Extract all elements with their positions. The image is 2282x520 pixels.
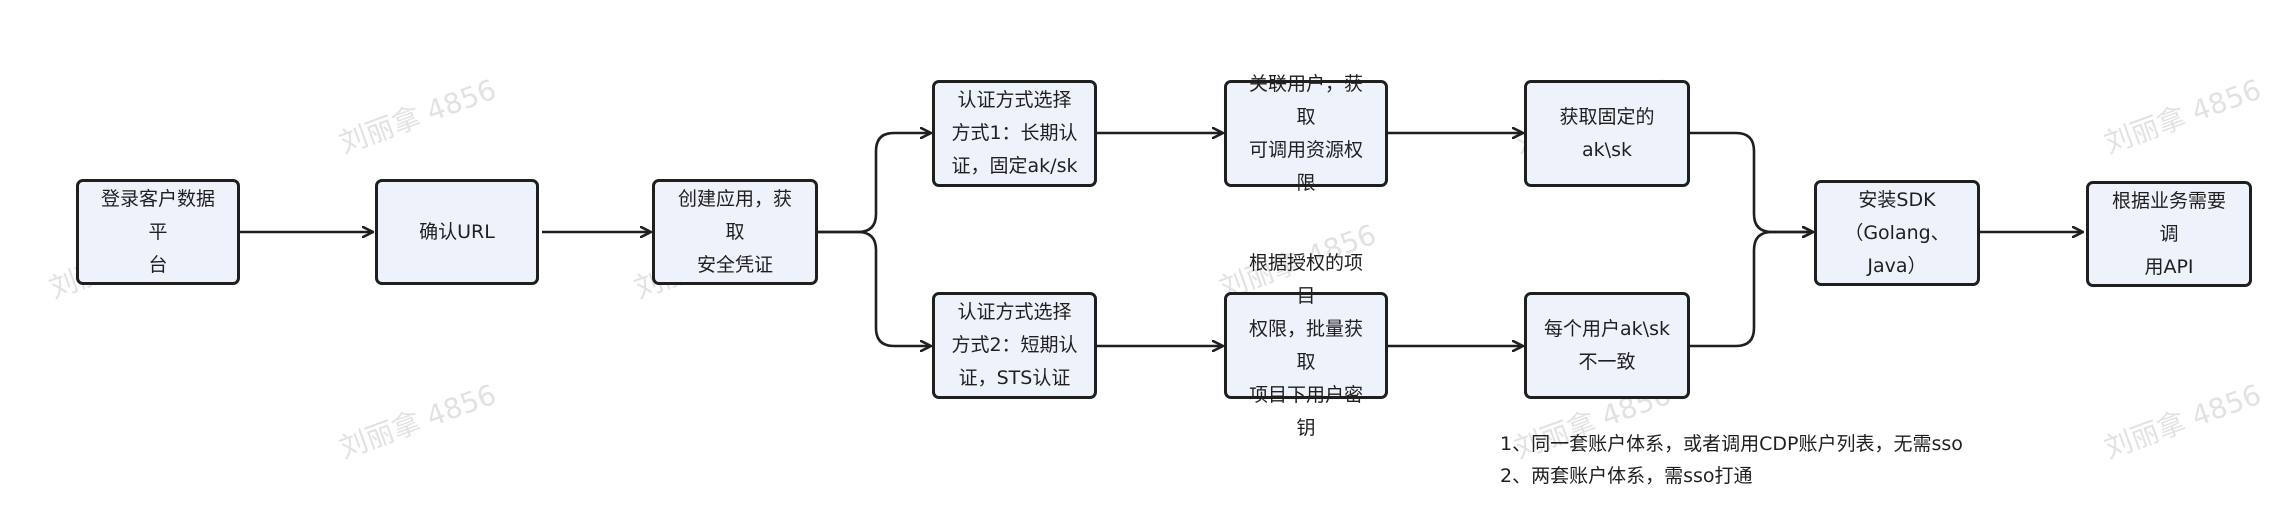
node-auth-sts: 认证方式选择 方式2：短期认 证，STS认证 bbox=[932, 292, 1097, 399]
node-batch-keys: 根据授权的项目 权限，批量获取 项目下用户密钥 bbox=[1224, 252, 1388, 439]
node-link-user: 关联用户，获取 可调用资源权限 bbox=[1224, 73, 1388, 194]
node-login-cdp: 登录客户数据平 台 bbox=[76, 179, 240, 285]
edge-diff-to-sdk bbox=[1690, 232, 1812, 348]
node-call-api: 根据业务需要调 用API bbox=[2086, 181, 2252, 287]
node-install-sdk: 安装SDK （Golang、 Java） bbox=[1814, 180, 1980, 286]
notes: 1、同一套账户体系，或者调用CDP账户列表，无需sso 2、两套账户体系，需ss… bbox=[1500, 428, 1963, 492]
edge-create-to-sts bbox=[818, 230, 930, 346]
node-diff-aksk: 每个用户ak\sk 不一致 bbox=[1524, 292, 1690, 399]
node-confirm-url: 确认URL bbox=[375, 179, 539, 285]
edge-fixed-to-sdk bbox=[1690, 131, 1812, 232]
node-fixed-aksk: 获取固定的ak\sk bbox=[1524, 80, 1690, 187]
node-create-app: 创建应用，获取 安全凭证 bbox=[652, 179, 818, 285]
note-1: 1、同一套账户体系，或者调用CDP账户列表，无需sso bbox=[1500, 433, 1963, 455]
edge-create-to-long bbox=[818, 133, 930, 234]
note-2: 2、两套账户体系，需sso打通 bbox=[1500, 465, 1753, 487]
node-auth-long-term: 认证方式选择 方式1：长期认 证，固定ak/sk bbox=[932, 80, 1097, 187]
